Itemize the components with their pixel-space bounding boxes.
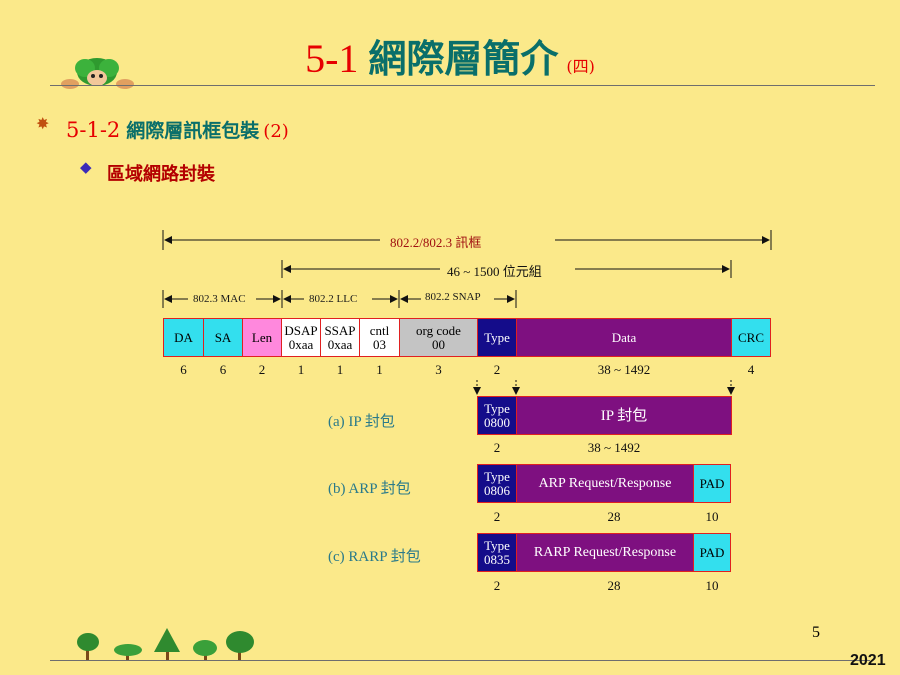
segment-llc-label: 802.2 LLC	[309, 293, 358, 305]
level1-text: 網際層訊框包裝	[126, 120, 260, 142]
size-sa: 6	[219, 362, 227, 377]
page-number: 5	[812, 624, 820, 641]
size-type: 2	[493, 362, 501, 377]
size-da: 6	[180, 362, 187, 377]
rarp-pad: PAD	[693, 533, 731, 572]
footer-divider	[50, 660, 870, 661]
payload-label: 46 ~ 1500 位元組	[447, 264, 542, 279]
title-sub: (四)	[566, 57, 595, 76]
cntl-label: cntl	[369, 322, 390, 338]
frame-label: 802.2/802.3 訊框	[390, 235, 482, 250]
year-label: 2021	[850, 652, 886, 669]
dsap-value: 0xaa	[288, 336, 314, 352]
field-data: Data	[516, 318, 732, 357]
cntl-value: 03	[373, 336, 386, 352]
trees-footer-icon	[77, 628, 254, 660]
segment-mac-label: 802.3 MAC	[193, 293, 246, 305]
size-len: 2	[258, 362, 266, 377]
rarp-body: RARP Request/Response	[516, 533, 694, 572]
arp-type-label: Type	[484, 468, 510, 484]
ssap-value: 0xaa	[327, 336, 353, 352]
arp-label: (b) ARP 封包	[328, 481, 411, 497]
org-value: 00	[432, 336, 445, 352]
level2-bullet-icon: ◆	[80, 158, 92, 176]
arp-size-pad: 10	[705, 509, 719, 524]
level1-number: 5-1-2	[66, 118, 121, 142]
size-crc: 4	[747, 362, 755, 377]
rarp-size-body: 28	[607, 578, 621, 593]
size-cntl: 1	[376, 362, 383, 377]
ip-type-value: 0800	[484, 414, 510, 430]
header-divider	[50, 85, 875, 86]
ip-body: IP 封包	[516, 396, 732, 435]
rarp-size-pad: 10	[705, 578, 719, 593]
size-ssap: 1	[336, 362, 344, 377]
ip-size-body: 38 ~ 1492	[587, 440, 641, 455]
title-number: 5-1	[305, 36, 359, 81]
arp-body: ARP Request/Response	[516, 464, 694, 503]
title-text: 網際層簡介	[368, 36, 559, 81]
field-type: Type	[477, 318, 517, 357]
field-sa: SA	[203, 318, 243, 357]
field-crc: CRC	[731, 318, 771, 357]
ip-type-label: Type	[484, 400, 510, 416]
ip-size-type: 2	[493, 440, 501, 455]
dsap-label: DSAP	[284, 322, 318, 338]
size-dsap: 1	[297, 362, 305, 377]
level1-bullet-icon: ✸	[36, 114, 50, 133]
org-label: org code	[416, 322, 461, 338]
size-org: 3	[435, 362, 442, 377]
rarp-label: (c) RARP 封包	[328, 549, 421, 565]
tree-character-icon	[61, 58, 134, 89]
arp-pad: PAD	[693, 464, 731, 503]
rarp-type-value: 0835	[484, 551, 510, 567]
arp-size-body: 28	[607, 509, 621, 524]
ip-label: (a) IP 封包	[328, 414, 395, 430]
level1-paren: (2)	[263, 121, 289, 142]
rarp-size-type: 2	[493, 578, 501, 593]
field-da: DA	[163, 318, 204, 357]
rarp-type-label: Type	[484, 537, 510, 553]
size-data: 38 ~ 1492	[597, 362, 651, 377]
ssap-label: SSAP	[324, 322, 356, 338]
arp-type-value: 0806	[484, 482, 510, 498]
level2-heading: 區域網路封裝	[107, 164, 215, 185]
arp-size-type: 2	[493, 509, 501, 524]
field-len: Len	[242, 318, 282, 357]
segment-snap-label: 802.2 SNAP	[425, 291, 481, 303]
